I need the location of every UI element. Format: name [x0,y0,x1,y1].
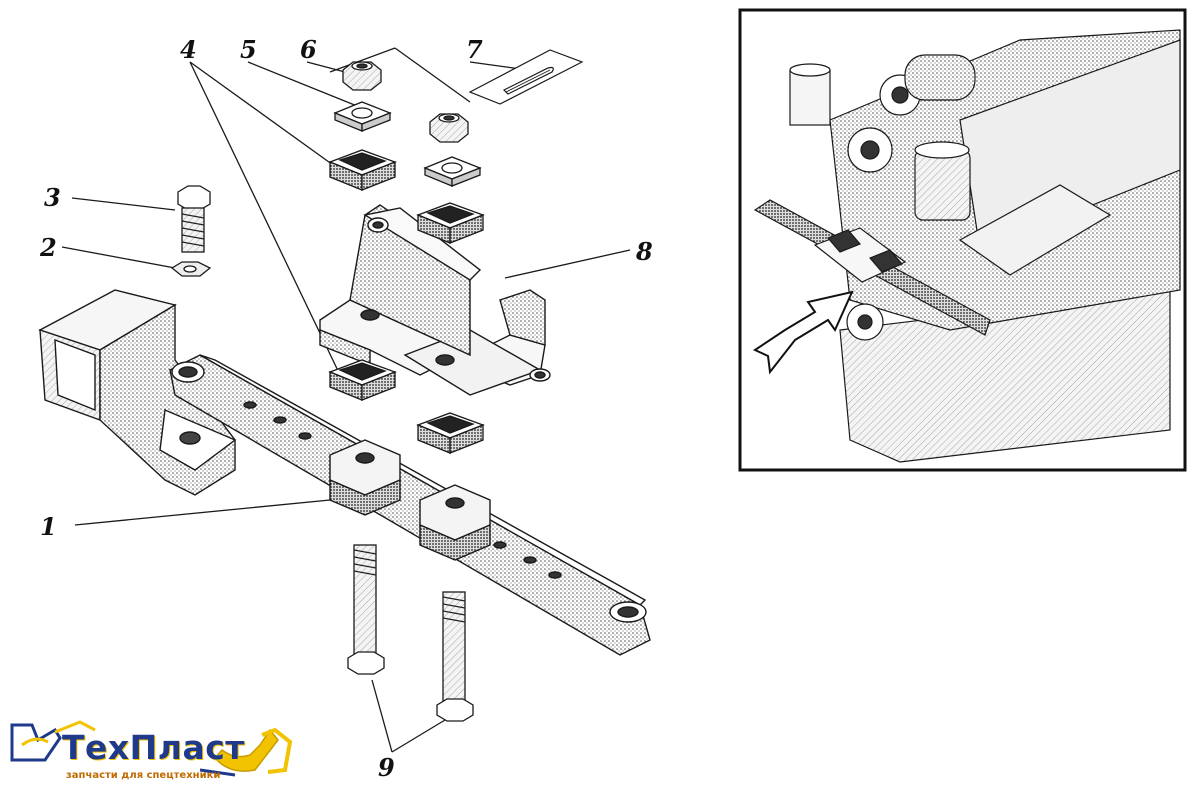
callout-3: 3 [44,183,61,212]
callout-2: 2 [40,233,57,262]
bolt-and-lock-washer [170,185,212,277]
long-bolts [347,544,474,722]
callout-8: 8 [636,237,653,266]
callout-1: 1 [40,512,57,541]
engine-inset-view [738,8,1187,472]
front-support-bracket [38,289,237,496]
cross-beam [169,354,651,656]
leader-lines [61,47,631,753]
mounting-plate [319,204,551,396]
castle-nuts [342,61,469,143]
callout-5: 5 [240,35,257,64]
callout-9: 9 [378,753,395,782]
callout-4: 4 [180,35,197,64]
callout-6: 6 [300,35,317,64]
pointer-arrow [752,290,854,375]
logo-tagline: запчасти для спецтехники [66,770,221,781]
square-washers [333,101,482,187]
callout-7: 7 [466,35,483,64]
cotter-pin-box [468,49,584,105]
techplast-logo-graphic [10,720,293,777]
rubber-cushions [328,149,485,454]
logo-name: ТехПласт [62,728,245,767]
